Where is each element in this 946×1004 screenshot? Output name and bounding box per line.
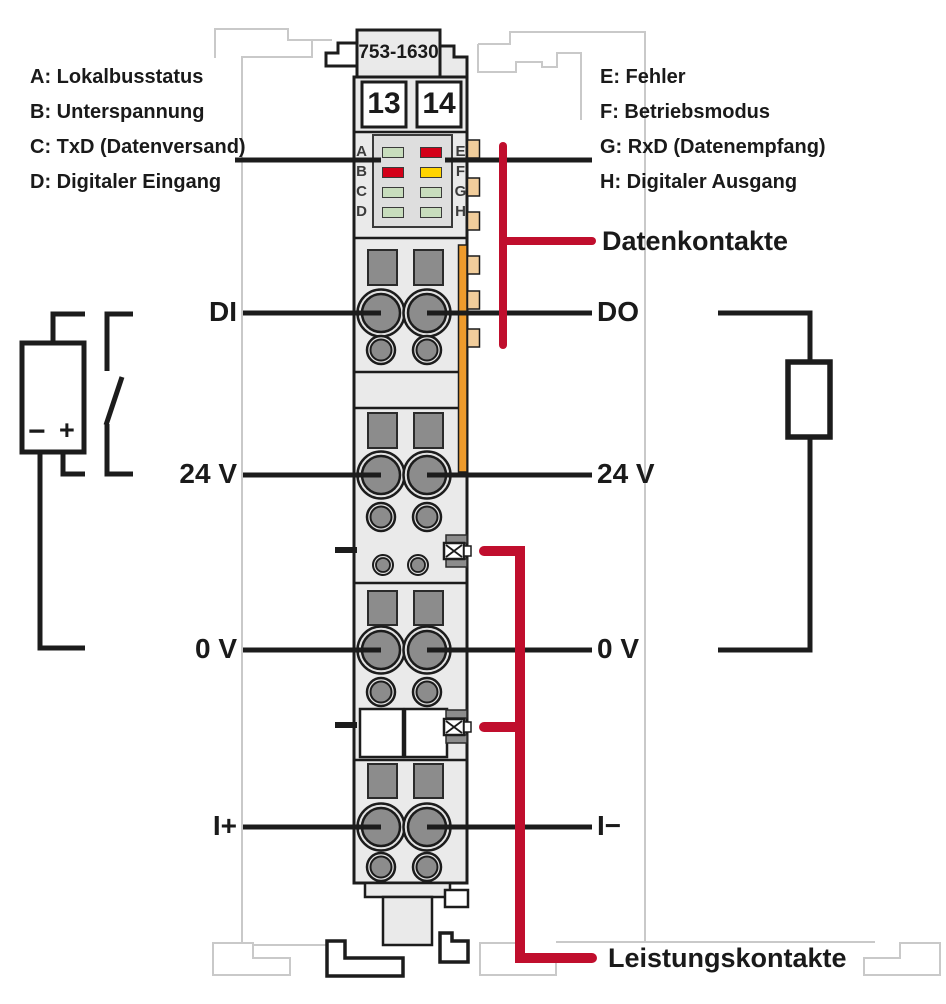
terminal-label-0v-right: 0 V	[597, 633, 640, 664]
legend-led-d: D: Digitaler Eingang	[30, 171, 222, 193]
led-e-indicator	[420, 147, 442, 158]
module-foot	[325, 881, 470, 978]
marker-square	[403, 707, 449, 759]
terminal-label-24v-right: 24 V	[597, 458, 655, 489]
legend-led-b: B: Unterspannung	[30, 101, 205, 123]
section-dividers	[354, 130, 467, 762]
module-right-hook	[438, 44, 469, 79]
led-letter-f: F	[455, 163, 466, 180]
power-contacts-label: Leistungskontakte	[608, 943, 847, 973]
legend-led-e: E: Fehler	[600, 66, 686, 88]
orange-strip	[457, 244, 468, 473]
led-b-indicator	[382, 167, 404, 178]
led-c-indicator	[382, 187, 404, 198]
leistungskontakte-line	[479, 546, 597, 963]
led-letter-e: E	[455, 143, 466, 160]
switch-symbol	[103, 311, 133, 477]
supply-plus-sign: +	[59, 415, 75, 445]
led-a-indicator	[382, 147, 404, 158]
part-number-plate	[355, 28, 442, 79]
clamp-13-box	[360, 80, 408, 129]
load-resistor-symbol	[718, 310, 833, 653]
supply-minus-sign: −	[28, 415, 46, 448]
clamp-14-box	[415, 80, 463, 129]
terminal-label-iminus: I−	[597, 810, 622, 841]
clamp-number-14: 14	[422, 87, 456, 120]
power-supply-symbol	[19, 311, 87, 651]
clamp-actuators	[367, 249, 444, 799]
datenkontakte-line	[499, 142, 596, 349]
terminal-label-24v-left: 24 V	[179, 458, 237, 489]
terminal-label-di: DI	[209, 296, 237, 327]
led-d-indicator	[382, 207, 404, 218]
legend-led-a: A: Lokalbusstatus	[30, 66, 204, 88]
clamp-number-13: 13	[367, 87, 401, 120]
led-letter-h: H	[455, 203, 466, 220]
led-letter-c: C	[356, 183, 367, 200]
led-letter-b: B	[356, 163, 367, 180]
led-g-indicator	[420, 187, 442, 198]
module-left-hook	[324, 41, 360, 68]
led-f-indicator	[420, 167, 442, 178]
legend-led-f: F: Betriebsmodus	[600, 101, 771, 123]
signal-lines	[235, 157, 592, 830]
led-h-indicator	[420, 207, 442, 218]
data-contacts-tabs	[466, 139, 481, 348]
terminal-label-0v-left: 0 V	[194, 633, 237, 664]
marker-square	[358, 707, 405, 759]
legend-led-c: C: TxD (Datenversand)	[30, 136, 246, 158]
led-letter-d: D	[356, 203, 367, 220]
led-letter-a: A	[356, 143, 367, 160]
data-contacts-label: Datenkontakte	[602, 226, 789, 256]
legend-led-h: H: Digitaler Ausgang	[600, 171, 798, 193]
din-rail-outline	[212, 28, 941, 976]
part-number: 753-1630	[358, 42, 439, 63]
power-jumper-contacts	[442, 534, 472, 744]
led-letter-g: G	[454, 183, 467, 200]
terminal-label-iplus: I+	[212, 810, 237, 841]
terminal-label-do: DO	[597, 296, 639, 327]
legend-led-g: G: RxD (Datenempfang)	[600, 136, 826, 158]
